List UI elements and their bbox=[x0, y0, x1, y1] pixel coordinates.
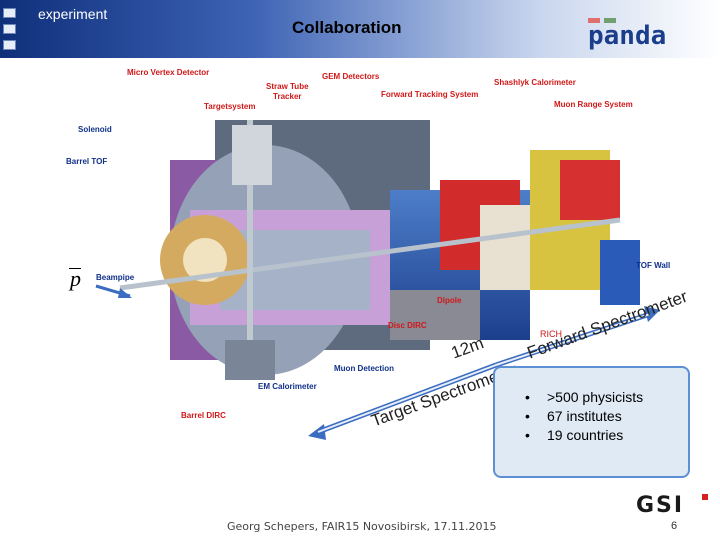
detector-image bbox=[60, 60, 680, 440]
label-muon-range-system: Muon Range System bbox=[554, 100, 633, 109]
label-barrel-tof: Barrel TOF bbox=[66, 157, 108, 166]
antiproton-symbol: p bbox=[69, 266, 81, 292]
label-muon-detection: Muon Detection bbox=[334, 364, 394, 373]
slide-header: experiment Collaboration panda bbox=[0, 0, 720, 58]
facts-box: >500 physicists 67 institutes 19 countri… bbox=[493, 366, 690, 478]
label-targetsystem: Targetsystem bbox=[204, 102, 256, 111]
header-label: experiment bbox=[38, 6, 108, 22]
square-icon bbox=[3, 24, 16, 34]
label-tof-wall: TOF Wall bbox=[636, 261, 671, 270]
label-shashlyk-calorimeter: Shashlyk Calorimeter bbox=[494, 78, 576, 87]
label-solenoid: Solenoid bbox=[78, 125, 112, 134]
label-straw-tube-tracker: Straw Tube Tracker bbox=[266, 82, 309, 101]
footer-author: Georg Schepers, FAIR15 Novosibirsk, 17.1… bbox=[227, 520, 497, 533]
svg-text:GSI: GSI bbox=[636, 493, 684, 516]
fact-item: 19 countries bbox=[495, 426, 688, 445]
header-square-icons bbox=[3, 8, 17, 56]
label-dipole: Dipole bbox=[437, 296, 462, 305]
label-em-calorimeter: EM Calorimeter bbox=[258, 382, 317, 391]
square-icon bbox=[3, 40, 16, 50]
label-barrel-dirc: Barrel DIRC bbox=[181, 411, 226, 420]
gsi-logo: GSI bbox=[636, 493, 708, 516]
antiproton-label: p bbox=[70, 266, 81, 291]
facts-list: >500 physicists 67 institutes 19 countri… bbox=[495, 388, 688, 445]
fact-item: 67 institutes bbox=[495, 407, 688, 426]
svg-text:panda: panda bbox=[588, 21, 666, 51]
panda-logo: panda bbox=[588, 18, 666, 51]
slide-title: Collaboration bbox=[292, 18, 402, 37]
label-micro-vertex-detector: Micro Vertex Detector bbox=[127, 68, 210, 77]
label-gem-detectors: GEM Detectors bbox=[322, 72, 380, 81]
square-icon bbox=[3, 8, 16, 18]
fact-item: >500 physicists bbox=[495, 388, 688, 407]
overbar bbox=[69, 268, 81, 269]
page-number: 6 bbox=[671, 520, 678, 532]
label-forward-tracking-system: Forward Tracking System bbox=[381, 90, 479, 99]
label-disc-dirc: Disc DIRC bbox=[388, 321, 427, 330]
label-beampipe: Beampipe bbox=[96, 273, 135, 282]
